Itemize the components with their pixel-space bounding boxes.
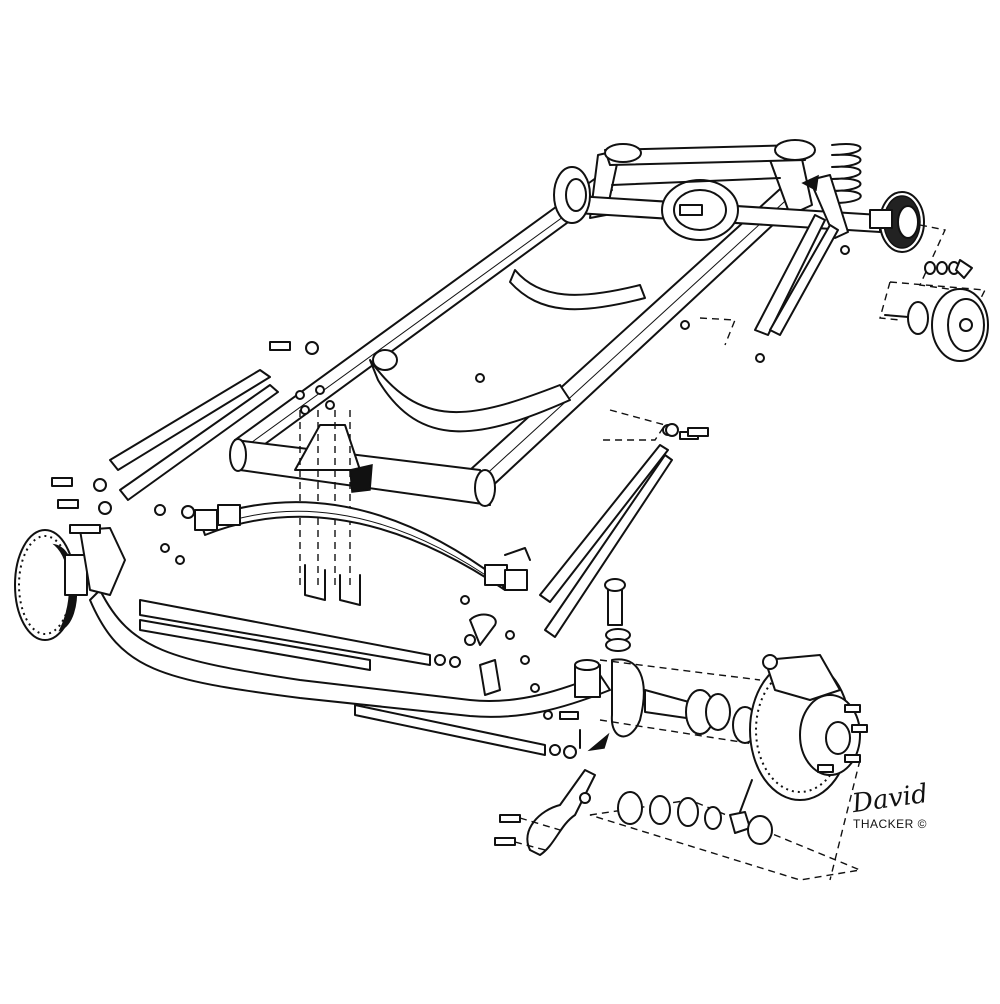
signature-first-name: David	[850, 778, 930, 820]
signature-last-name: THACKER ©	[845, 817, 935, 831]
u-bolts	[304, 564, 361, 606]
steering-arm	[494, 769, 596, 856]
left-front-brake	[14, 524, 126, 641]
front-disc-rotor	[749, 654, 868, 801]
artist-signature: David THACKER ©	[845, 779, 935, 831]
drag-link	[539, 423, 709, 638]
signature-surname: THACKER	[852, 817, 914, 831]
tie-rod	[354, 704, 581, 759]
front-axle	[89, 589, 611, 718]
spindle	[587, 578, 701, 752]
radius-rods	[139, 599, 461, 671]
left-ladder-bars	[51, 341, 319, 515]
frame	[229, 139, 816, 507]
rear-brake-backing-plate	[869, 191, 925, 253]
wheel-bearings	[589, 779, 863, 881]
rear-axle	[553, 166, 881, 241]
front-hardware	[154, 504, 579, 720]
center-crossmember	[369, 269, 646, 433]
front-leaf-spring	[194, 501, 531, 591]
rear-brake-drum	[879, 281, 989, 362]
rear-ladder-bars	[754, 214, 839, 336]
rear-coilover	[801, 143, 862, 239]
rear-bearing-parts	[924, 259, 973, 279]
copyright-symbol: ©	[917, 817, 928, 831]
